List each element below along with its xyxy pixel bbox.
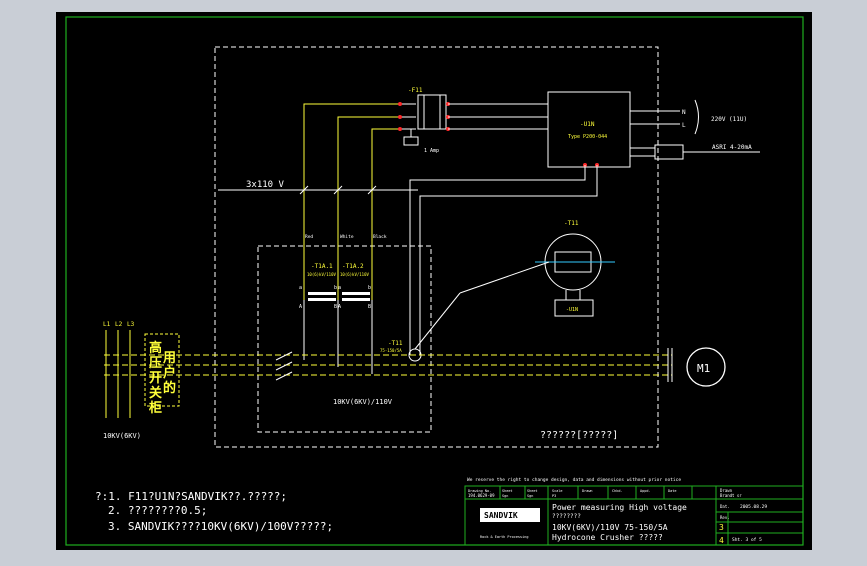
title-rating: 10KV(6KV)/110V 75-150/5A [552,523,668,532]
motor-label: M1 [697,362,710,375]
svg-text:A: A [338,304,341,310]
phase-l2: L2 [115,321,123,328]
title-cn: ???????? [552,513,581,520]
note-2: 2. ????????0.5; [108,504,207,517]
tb-header-0: Drawing No. [468,489,491,493]
user-label: 用户的 [162,351,176,396]
note-3: 3. SANDVIK????10KV(6KV)/100V?????; [108,520,333,533]
svg-text:A: A [299,304,302,310]
relay-note: 1 Amp [424,148,439,154]
ct-ratio: 75-150/5A [380,348,402,353]
feed-voltage: 10KV(6KV) [103,432,141,440]
tb-header-4: Drawn [582,489,593,493]
sandvik-logo-sub: Rock & Earth Processing [480,535,528,539]
drawing-frame [65,16,804,546]
wire-red-label: Red [305,234,313,240]
tb-value-3: P3 [552,494,556,498]
tb-drawing-no: 194.0629-09 [468,493,495,498]
cabinet-dashed-boundary [214,46,659,448]
supply-signal: ASRI 4-20mA [712,144,752,151]
tb-date-label: Dat. [720,504,730,509]
sandvik-logo: SANDVIK [484,511,518,520]
transducer-type: Type P200-044 [568,134,607,140]
vt2-sub: 10(6)kV/110V [340,272,369,277]
tb-header-2: Sheet [527,489,538,493]
title-product: Hydrocone Crusher ????? [552,533,663,542]
transducer-u1n[interactable] [547,91,631,168]
title-block [464,485,804,546]
vt-dashed-boundary [257,245,432,433]
transducer-label: -U1N [580,121,595,128]
drawing-area [56,12,812,550]
tb-sheet-3: 3 [719,523,724,532]
motor-m1[interactable] [686,347,726,387]
relay-label: -F11 [408,87,423,94]
cabinet-box [144,333,180,407]
tb-date: 2005.08.29 [740,504,767,510]
tb-sheet-4: 4 [719,536,724,545]
tb-header-7: Date [668,489,676,493]
svg-text:b: b [368,285,371,291]
cabinet-label: 高压开关柜 [148,340,162,416]
svg-text:a: a [299,285,302,291]
svg-text:B: B [368,304,371,310]
svg-text:B: B [334,304,337,310]
tb-drawn-label: Drawn [720,488,733,493]
vt1-sub: 10(6)kV/110V [307,272,336,277]
title-en: Power measuring High voltage [552,503,687,512]
svg-text:a: a [338,285,341,291]
meter-detail-bottom: -U1N [566,307,578,313]
tb-drawn-by: Brandt sr [720,493,742,498]
ratio-label: 10KV(6KV)/110V [333,398,393,406]
supply-l: L [682,122,686,129]
tb-header-6: Appd. [640,489,651,493]
tb-header-3: Scale [552,489,563,493]
wire-white-label: White [340,234,354,240]
tb-sheet-label: Sht. 3 of 5 [732,537,762,543]
vt1-label: -T1A.1 [311,263,333,270]
wire-black-label: Black [373,234,387,240]
phase-l1: L1 [103,321,111,328]
note-1: ?:1. F11?U1N?SANDVIK??.?????; [95,490,287,503]
meter-detail-label: -T11 [564,220,579,227]
tb-value-1: Sgn [502,494,508,498]
vt2-label: -T1A.2 [342,263,364,270]
tb-header-1: Sheet [502,489,513,493]
supply-voltage: 220V (11U) [711,116,747,123]
bus-label: 3x110 V [246,180,285,190]
tb-header-5: Chkd. [612,489,623,493]
ct-label: -T11 [388,340,403,347]
relay-f11[interactable] [398,94,450,146]
svg-text:b: b [334,285,337,291]
phase-l3: L3 [127,321,135,328]
disclaimer: We reserve the right to change design, d… [467,477,681,483]
supply-n: N [682,109,686,116]
tb-value-2: Sgn [527,494,533,498]
tb-rev-label: Rev. [720,515,730,520]
region-label: ??????[?????] [540,430,618,441]
vt-coils: a b a b A B A B [299,285,371,310]
meter-detail[interactable] [414,233,615,350]
